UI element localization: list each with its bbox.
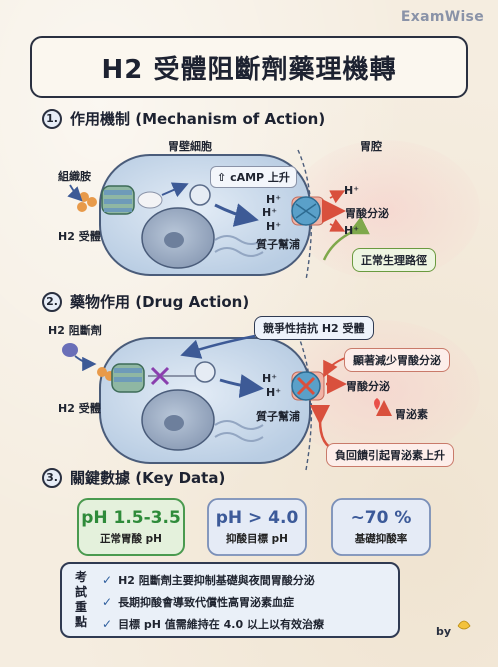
exam-item: ✓ 長期抑酸會導致代償性高胃泌素血症 (102, 594, 294, 610)
exam-tag-char: 重 (74, 600, 87, 614)
section-1-header: 1. 作用機制 (Mechanism of Action) (42, 108, 325, 129)
section-3-title: 關鍵數據 (Key Data) (70, 469, 226, 487)
camp-label: cAMP 上升 (230, 171, 290, 184)
h-ion-label: H⁺ (266, 220, 282, 233)
key-data-caption: 正常胃酸 pH (100, 533, 162, 545)
camp-up-icon: ⇧ (217, 171, 227, 184)
exam-item-text: 長期抑酸會導致代償性高胃泌素血症 (118, 596, 295, 609)
key-data-caption: 基礎抑酸率 (354, 533, 408, 545)
h-ion-label: H⁺ (266, 386, 282, 399)
key-data-value: pH > 4.0 (215, 508, 299, 528)
exam-points-box: 考 試 重 點 ✓ H2 阻斷劑主要抑制基礎與夜間胃酸分泌 ✓ 長期抑酸會導致代… (60, 562, 400, 638)
section-3-number: 3. (42, 467, 62, 488)
key-data-card-suppression: ~70 % 基礎抑酸率 (332, 499, 430, 555)
h-ion-label: H⁺ (344, 184, 360, 197)
acid-label: 胃酸分泌 (345, 207, 389, 220)
exam-tag-char: 考 (74, 570, 87, 584)
exam-item-text: 目標 pH 值需維持在 4.0 以上以有效治療 (118, 618, 324, 631)
title-banner: H2 受體阻斷劑藥理機轉 (30, 36, 468, 98)
h-ion-label: H⁺ (266, 193, 282, 206)
key-data-card-normal-ph: pH 1.5-3.5 正常胃酸 pH (78, 499, 184, 555)
section-1-title: 作用機制 (Mechanism of Action) (70, 110, 326, 128)
section-2-header: 2. 藥物作用 (Drug Action) (42, 291, 249, 312)
exam-item: ✓ H2 阻斷劑主要抑制基礎與夜間胃酸分泌 (102, 572, 315, 588)
check-icon: ✓ (102, 573, 113, 587)
exam-tag-char: 點 (74, 615, 87, 629)
proton-pump-label: 質子幫浦 (256, 410, 300, 423)
section-3-header: 3. 關鍵數據 (Key Data) (42, 467, 225, 488)
exam-tag-char: 試 (74, 585, 87, 599)
check-icon: ✓ (102, 617, 113, 631)
h-ion-label: H⁺ (344, 224, 360, 237)
competitive-callout: 競爭性拮抗 H2 受體 (254, 316, 374, 340)
reduce-acid-callout: 顯著減少胃酸分泌 (344, 348, 450, 372)
page-title: H2 受體阻斷劑藥理機轉 (101, 54, 397, 85)
exam-item: ✓ 目標 pH 值需維持在 4.0 以上以有效治療 (102, 616, 324, 632)
section-2-number: 2. (42, 291, 62, 312)
key-data-value: ~70 % (350, 508, 412, 528)
key-data-caption: 抑酸目標 pH (226, 533, 288, 545)
key-data-card-target-ph: pH > 4.0 抑酸目標 pH (208, 499, 306, 555)
section-2-title: 藥物作用 (Drug Action) (70, 293, 250, 311)
h-ion-label: H⁺ (262, 372, 278, 385)
byline: by (436, 625, 452, 638)
h2-receptor-label: H2 受體 (58, 230, 101, 243)
lumen-label: 胃腔 (360, 140, 382, 153)
proton-pump-label: 質子幫浦 (256, 238, 300, 251)
histamine-label: 組織胺 (58, 170, 91, 183)
brand-logo: ExamWise (400, 9, 484, 25)
key-data-value: pH 1.5-3.5 (81, 508, 181, 528)
feedback-callout: 負回饋引起胃泌素上升 (326, 443, 454, 467)
h-ion-label: H⁺ (262, 206, 278, 219)
h2-receptor-label: H2 受體 (58, 402, 101, 415)
h2-blocker-label: H2 阻斷劑 (48, 324, 102, 337)
exam-tag: 考 試 重 點 (70, 570, 92, 630)
cell-label: 胃壁細胞 (168, 140, 212, 153)
gastrin-label: 胃泌素 (395, 408, 428, 421)
acid-label: 胃酸分泌 (346, 380, 390, 393)
normal-path-callout: 正常生理路徑 (352, 248, 436, 272)
section-1-number: 1. (42, 108, 62, 129)
camp-badge: ⇧ cAMP 上升 (210, 166, 297, 188)
check-icon: ✓ (102, 595, 113, 609)
exam-item-text: H2 阻斷劑主要抑制基礎與夜間胃酸分泌 (118, 574, 315, 587)
